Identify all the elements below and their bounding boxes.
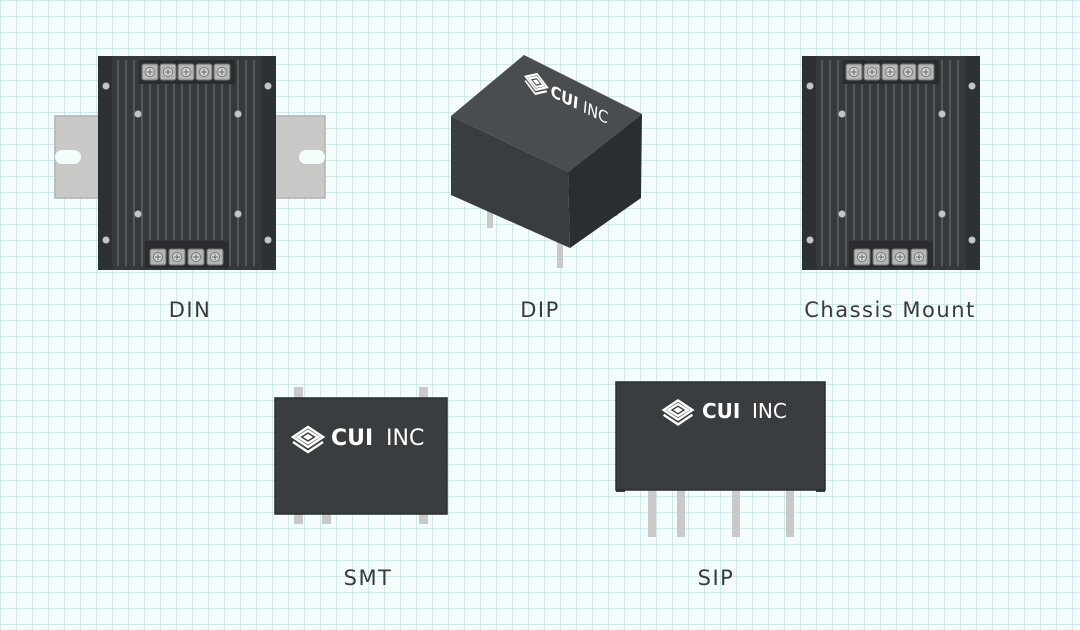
dip-package: CUI INC <box>451 55 642 268</box>
sip-logo-suffix: INC <box>752 399 787 423</box>
din-terminal-block-top <box>141 63 231 81</box>
smt-logo-suffix: INC <box>386 426 424 451</box>
sip-package: CUI INC <box>615 381 826 537</box>
sip-label: SIP <box>697 566 735 590</box>
smt-package: CUI INC <box>274 387 448 524</box>
din-label: DIN <box>168 298 212 322</box>
din-package <box>54 56 326 270</box>
sip-logo-brand: CUI <box>702 399 740 423</box>
dip-label: DIP <box>520 298 560 322</box>
chassis-mount-package <box>802 56 980 270</box>
chassis-mount-label: Chassis Mount <box>804 298 976 322</box>
chassis-terminal-block-top <box>845 63 935 81</box>
smt-label: SMT <box>343 566 393 590</box>
smt-logo-brand: CUI <box>331 426 373 451</box>
